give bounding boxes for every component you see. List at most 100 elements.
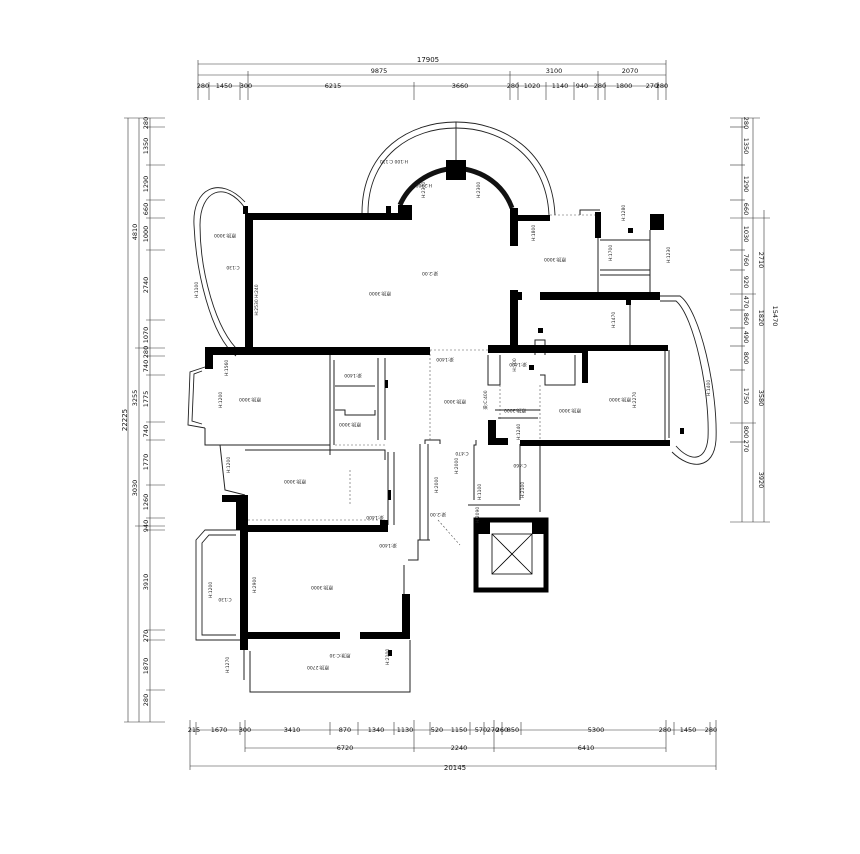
dim-top-3660: 3660 bbox=[452, 82, 469, 90]
dim-bottom-280b: 280 bbox=[705, 726, 717, 734]
elevator-shaft bbox=[473, 517, 549, 593]
dim-top-1140: 1140 bbox=[552, 82, 569, 90]
dim-bottom-870: 870 bbox=[339, 726, 351, 734]
label-foyer: 梁:2.00 bbox=[430, 511, 446, 518]
dim-top-2070: 2070 bbox=[622, 67, 639, 75]
tag-w14: H:700 bbox=[512, 358, 518, 372]
dim-left-1260: 1260 bbox=[142, 494, 150, 511]
dim-left-3030: 3030 bbox=[131, 480, 139, 497]
dim-right-860: 860 bbox=[742, 313, 750, 325]
dim-bottom-3410: 3410 bbox=[284, 726, 301, 734]
dim-right-660: 660 bbox=[742, 203, 750, 215]
dim-left-280b: 280 bbox=[142, 346, 150, 358]
dim-bottom-1340: 1340 bbox=[368, 726, 385, 734]
label-north-arc-1: H:100 C:110 bbox=[380, 158, 408, 164]
tag-w17: H:2000 bbox=[454, 458, 460, 474]
dim-left-270: 270 bbox=[142, 630, 150, 642]
dim-top-1020: 1020 bbox=[524, 82, 541, 90]
dim-bottom-1670: 1670 bbox=[211, 726, 228, 734]
label-west-balcony-2: C:130 bbox=[218, 596, 231, 602]
window-marks bbox=[243, 206, 684, 656]
label-corridor-2: 原顶:3000 bbox=[444, 398, 466, 404]
dim-bottom-1450: 1450 bbox=[680, 726, 697, 734]
tag-w24: H:1270 bbox=[225, 657, 231, 673]
dim-bottom-6720: 6720 bbox=[337, 744, 354, 752]
tag-w2: H:1100 bbox=[194, 282, 200, 298]
label-master-cloak: 梁:1400 bbox=[379, 542, 397, 549]
label-small-e: C:460 bbox=[513, 462, 526, 468]
dim-top-280b: 280 bbox=[507, 82, 519, 90]
dim-left-660: 660 bbox=[142, 203, 150, 215]
tag-w11: H:1400 bbox=[706, 380, 712, 396]
dim-left-1870: 1870 bbox=[142, 658, 150, 675]
label-south-bath: 原顶:2700 bbox=[307, 664, 329, 670]
dim-left-280a: 280 bbox=[142, 117, 150, 129]
label-bath-top: 梁:1400 bbox=[344, 372, 362, 379]
tag-w13: 梁:C:400 bbox=[482, 390, 489, 409]
label-west-balcony: 原顶:3000 bbox=[214, 232, 236, 238]
dim-left-3910: 3910 bbox=[142, 574, 150, 591]
label-east-corridor: 原顶:3000 bbox=[559, 407, 581, 413]
dim-left-1000: 1000 bbox=[142, 226, 150, 243]
dim-right-2710: 2710 bbox=[757, 252, 765, 269]
label-corridor-1: 原顶:3000 bbox=[339, 421, 361, 427]
tag-w9: H:1470 bbox=[611, 312, 617, 328]
dim-right-760: 760 bbox=[742, 254, 750, 266]
dim-right-1750: 1750 bbox=[742, 388, 750, 405]
label-living-ceiling: 原顶:3000 bbox=[369, 290, 391, 296]
dim-bottom-215: 215 bbox=[188, 726, 200, 734]
tag-w4: H:2300 bbox=[476, 182, 482, 198]
label-living-beam: 梁:2.00 bbox=[422, 270, 438, 277]
dim-top-overall: 17905 bbox=[417, 56, 439, 64]
dim-bottom-850: 850 bbox=[507, 726, 519, 734]
dim-bottom-6410: 6410 bbox=[578, 744, 595, 752]
tag-w10: H:2270 bbox=[632, 392, 638, 408]
room-labels: 原顶:3000 梁:2.00 原顶:3000 C:130 H:100 C:110… bbox=[214, 158, 631, 670]
dim-right-920: 920 bbox=[742, 276, 750, 288]
dim-right-15470: 15470 bbox=[771, 306, 779, 327]
dim-top-280d: 280 bbox=[656, 82, 668, 90]
dim-bottom-5300: 5300 bbox=[588, 726, 605, 734]
thin-walls bbox=[204, 209, 670, 693]
dim-bottom-overall: 20145 bbox=[444, 764, 466, 772]
dim-left-1290: 1290 bbox=[142, 176, 150, 193]
dim-right-3580: 3580 bbox=[757, 390, 765, 407]
dim-left-740a: 740 bbox=[142, 360, 150, 372]
dim-right-1290: 1290 bbox=[742, 176, 750, 193]
tag-w15: H:1200 bbox=[218, 392, 224, 408]
tag-w26: H:1560 bbox=[224, 360, 230, 376]
dim-left-4810: 4810 bbox=[131, 224, 139, 241]
label-room-core: 梁:1400 bbox=[509, 361, 527, 368]
dim-top-940: 940 bbox=[576, 82, 588, 90]
label-master: 原顶:3000 bbox=[311, 584, 333, 590]
label-kitchen-e: 原顶:3000 bbox=[504, 407, 526, 413]
label-bedroom-nw: 原顶:3000 bbox=[239, 396, 261, 402]
tag-w12: H:1240 bbox=[516, 424, 522, 440]
dim-right-470: 470 bbox=[742, 296, 750, 308]
label-north-arc-2: H:2300 bbox=[416, 182, 432, 188]
dim-bottom-280a: 280 bbox=[659, 726, 671, 734]
dim-right-800a: 800 bbox=[742, 352, 750, 364]
dim-top-300: 300 bbox=[240, 82, 252, 90]
dim-left-1350: 1350 bbox=[142, 138, 150, 155]
dim-right-1350: 1350 bbox=[742, 138, 750, 155]
tag-w8: H:1230 bbox=[666, 247, 672, 263]
dim-left-280c: 280 bbox=[142, 694, 150, 706]
dim-right-3920: 3920 bbox=[757, 472, 765, 489]
thick-walls bbox=[205, 160, 670, 650]
tag-w1: H:2530 H:240 bbox=[254, 284, 260, 315]
tag-w3: H:2300 bbox=[421, 182, 427, 198]
tag-w22: H:2900 bbox=[252, 577, 258, 593]
label-dining: 原顶:3000 bbox=[544, 256, 566, 262]
dim-top-280a: 280 bbox=[197, 82, 209, 90]
label-bedroom-w2: 梁:1400 bbox=[366, 514, 384, 521]
label-hall: 梁:1400 bbox=[436, 356, 454, 363]
dim-right-1820: 1820 bbox=[757, 310, 765, 327]
dim-bottom-270: 270 bbox=[487, 726, 499, 734]
dim-left-1770: 1770 bbox=[142, 454, 150, 471]
dim-top-280c: 280 bbox=[594, 82, 606, 90]
dim-top-9875: 9875 bbox=[371, 67, 388, 75]
dim-right-800b: 800 bbox=[742, 426, 750, 438]
dim-bottom-300: 300 bbox=[239, 726, 251, 734]
tag-w19: H:1100 bbox=[477, 484, 483, 500]
